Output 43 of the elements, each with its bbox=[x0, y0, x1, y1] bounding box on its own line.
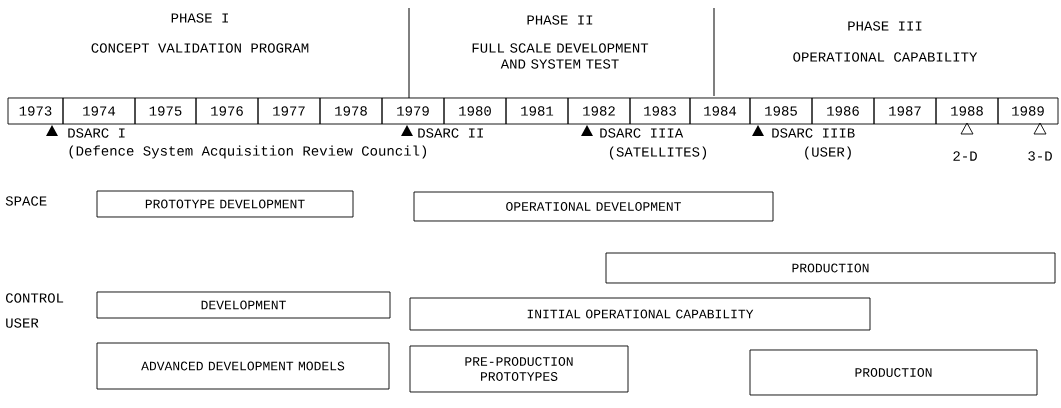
label-text: (Defence System Acquisition Review Council) bbox=[69, 145, 427, 159]
year-cell: 1983 bbox=[629, 97, 691, 125]
year-cell: 1976 bbox=[195, 97, 259, 125]
bar: INITIAL OPERATIONAL CAPABILITY bbox=[409, 297, 871, 331]
year-cell: 1982 bbox=[567, 97, 631, 125]
label-text: USER bbox=[6, 318, 39, 328]
year-cell: 1988 bbox=[935, 97, 999, 125]
year-cell: 1975 bbox=[134, 97, 197, 125]
label-text: DSARC IIIB bbox=[772, 128, 855, 138]
bar: OPERATIONAL DEVELOPMENT bbox=[413, 191, 774, 222]
year-cell: 1977 bbox=[257, 97, 321, 125]
year-cell: 1979 bbox=[381, 97, 445, 125]
label-text: (USER) bbox=[805, 146, 851, 160]
bar: PRODUCTION bbox=[605, 252, 1056, 284]
bar: DEVELOPMENT bbox=[96, 291, 391, 319]
label-text: (SATELLITES) bbox=[609, 146, 707, 160]
year-cell: 1987 bbox=[873, 97, 937, 125]
bar: PRODUCTION bbox=[749, 349, 1038, 396]
label-text: 3-D bbox=[1028, 151, 1052, 161]
label-text: PHASE I bbox=[171, 13, 228, 23]
label-text: PHASE II bbox=[527, 15, 593, 25]
year-cell: 1973 bbox=[7, 97, 64, 125]
label-text: CONCEPT VALIDATION PROGRAM bbox=[91, 43, 309, 53]
year-cell: 1974 bbox=[62, 97, 136, 125]
label-text: DSARC I bbox=[68, 128, 125, 138]
bar: ADVANCED DEVELOPMENT MODELS bbox=[96, 342, 390, 390]
year-cell: 1986 bbox=[811, 97, 875, 125]
label-text: OPERATIONAL CAPABILITY bbox=[793, 52, 978, 62]
year-cell: 1981 bbox=[505, 97, 569, 125]
bar: PROTOTYPE DEVELOPMENT bbox=[96, 190, 354, 218]
label-text: PHASE III bbox=[848, 21, 922, 31]
year-cell: 1989 bbox=[997, 97, 1059, 125]
label-text: SPACE bbox=[5, 196, 47, 206]
year-cell: 1978 bbox=[319, 97, 383, 125]
label-text: DSARC IIIA bbox=[600, 128, 684, 138]
label-text: FULL SCALE DEVELOPMENT AND SYSTEM TEST bbox=[472, 43, 649, 69]
label-text: DSARC II bbox=[418, 128, 483, 138]
bar: PRE-PRODUCTION PROTOTYPES bbox=[409, 345, 629, 393]
year-cell: 1980 bbox=[443, 97, 507, 125]
year-cell: 1984 bbox=[689, 97, 751, 125]
year-cell: 1985 bbox=[749, 97, 813, 125]
label-text: 2-D bbox=[953, 151, 977, 161]
label-text: CONTROL bbox=[5, 293, 64, 303]
